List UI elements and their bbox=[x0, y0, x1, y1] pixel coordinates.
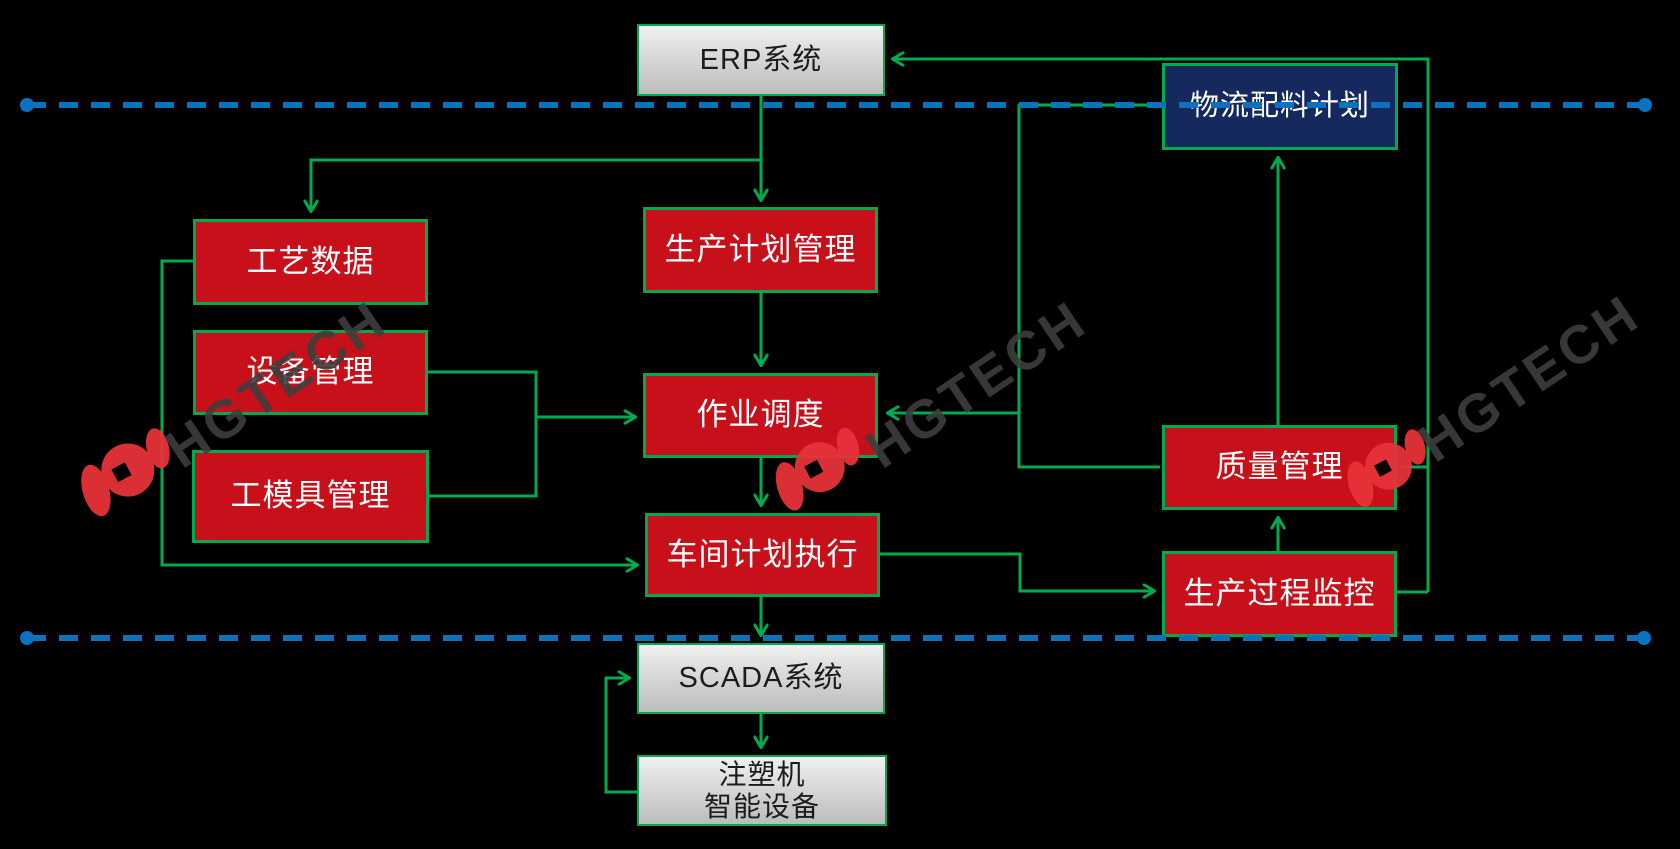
node-production-plan-management: 生产计划管理 bbox=[643, 207, 878, 293]
edge-shop-execution-to-process-monitoring bbox=[880, 552, 1154, 591]
edge-equipment-mgmt-to-junction bbox=[428, 370, 538, 417]
edge-erp-branch-to-process-data bbox=[311, 158, 761, 211]
node-process-data: 工艺数据 bbox=[193, 219, 428, 305]
node-smart-equipment-line1: 注塑机 bbox=[718, 759, 806, 791]
node-job-scheduling: 作业调度 bbox=[643, 373, 878, 458]
node-erp-system-label: ERP系统 bbox=[699, 43, 823, 76]
node-process-data-label: 工艺数据 bbox=[246, 243, 375, 279]
hgtech-watermark-text-center: HGTECH bbox=[855, 289, 1098, 480]
node-shop-floor-plan-execution-label: 车间计划执行 bbox=[666, 536, 859, 572]
node-shop-floor-plan-execution: 车间计划执行 bbox=[645, 513, 880, 597]
node-injection-molding-smart-equipment: 注塑机 智能设备 bbox=[637, 755, 887, 826]
node-logistics-material-plan: 物流配料计划 bbox=[1162, 63, 1398, 150]
node-job-scheduling-label: 作业调度 bbox=[696, 397, 825, 433]
hgtech-watermark-text-right: HGTECH bbox=[1408, 283, 1651, 474]
hgtech-logo-icon bbox=[81, 428, 170, 517]
edge-logistics-plan-to-quality-left bbox=[1017, 103, 1162, 469]
edge-tooling-mgmt-to-junction bbox=[429, 417, 538, 498]
node-production-plan-management-label: 生产计划管理 bbox=[664, 231, 857, 267]
node-erp-system: ERP系统 bbox=[637, 24, 885, 96]
node-production-process-monitoring: 生产过程监控 bbox=[1162, 551, 1397, 637]
node-scada-system-label: SCADA系统 bbox=[678, 662, 844, 695]
node-quality-management-label: 质量管理 bbox=[1215, 449, 1344, 485]
node-smart-equipment-line2: 智能设备 bbox=[703, 790, 820, 822]
edge-smart-equipment-feedback-to-scada bbox=[604, 678, 637, 794]
node-quality-management: 质量管理 bbox=[1162, 425, 1397, 510]
node-scada-system: SCADA系统 bbox=[637, 643, 885, 714]
node-production-process-monitoring-label: 生产过程监控 bbox=[1183, 575, 1376, 611]
node-equipment-management: 设备管理 bbox=[193, 330, 428, 415]
node-tooling-mold-management: 工模具管理 bbox=[192, 450, 429, 543]
node-logistics-material-plan-label: 物流配料计划 bbox=[1189, 90, 1370, 123]
node-tooling-mold-management-label: 工模具管理 bbox=[230, 478, 391, 514]
node-equipment-management-label: 设备管理 bbox=[246, 354, 375, 390]
